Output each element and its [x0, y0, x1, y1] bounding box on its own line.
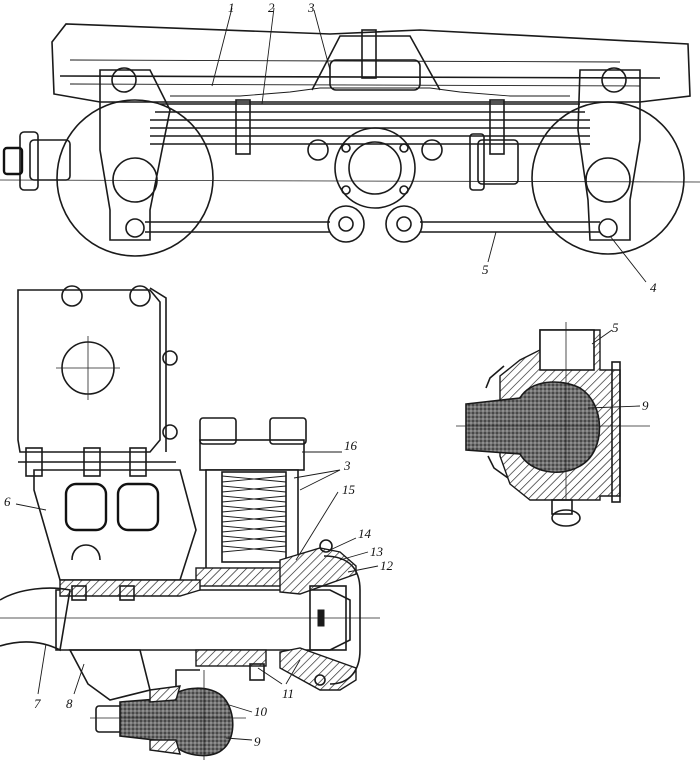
callout-1: 1 — [228, 0, 235, 15]
callout-5: 5 — [482, 262, 489, 277]
detail-callout-5: 5 — [612, 320, 619, 335]
lower-pivot-left — [327, 205, 365, 243]
sectional-view — [0, 285, 380, 760]
frame-crossbar — [59, 75, 661, 79]
right-wheel — [531, 101, 685, 255]
callout-4: 4 — [650, 280, 657, 295]
callout-3: 3 — [307, 0, 315, 15]
callout-2: 2 — [268, 0, 275, 15]
frame-outline — [51, 23, 691, 103]
detail-callout-9: 9 — [642, 398, 649, 413]
top-callouts: 1 2 3 4 5 — [211, 0, 657, 295]
callout-7: 7 — [34, 696, 41, 711]
callout-9b: 9 — [254, 734, 261, 749]
main-shaft — [55, 589, 351, 651]
bogie-side-view — [0, 23, 700, 257]
hub-section — [195, 539, 361, 691]
frame-inner-line — [69, 59, 641, 87]
left-axle-end — [2, 131, 71, 191]
left-wheel — [56, 99, 214, 257]
callout-13: 13 — [370, 544, 384, 559]
left-suspension-arm — [99, 67, 171, 241]
callout-10: 10 — [254, 704, 268, 719]
callout-15: 15 — [342, 482, 356, 497]
right-suspension-arm — [577, 67, 641, 241]
lower-ball-joint — [90, 669, 246, 760]
section-callouts: 16 3 15 14 13 12 6 7 8 11 10 9 — [4, 438, 394, 749]
right-axle-end — [469, 133, 519, 191]
center-bracket — [307, 29, 443, 243]
callout-6: 6 — [4, 494, 11, 509]
callout-12: 12 — [380, 558, 394, 573]
callout-14: 14 — [358, 526, 372, 541]
lower-pivot-right — [385, 205, 423, 243]
callout-16: 16 — [344, 438, 358, 453]
callout-8: 8 — [66, 696, 73, 711]
callout-11: 11 — [282, 686, 294, 701]
ball-joint-detail: 5 9 — [456, 320, 650, 527]
bolt-row — [18, 447, 176, 477]
tie-rod — [145, 221, 600, 233]
axle-centerline — [0, 179, 700, 183]
leaf-spring-pack — [150, 87, 590, 155]
callout-3b: 3 — [343, 458, 351, 473]
